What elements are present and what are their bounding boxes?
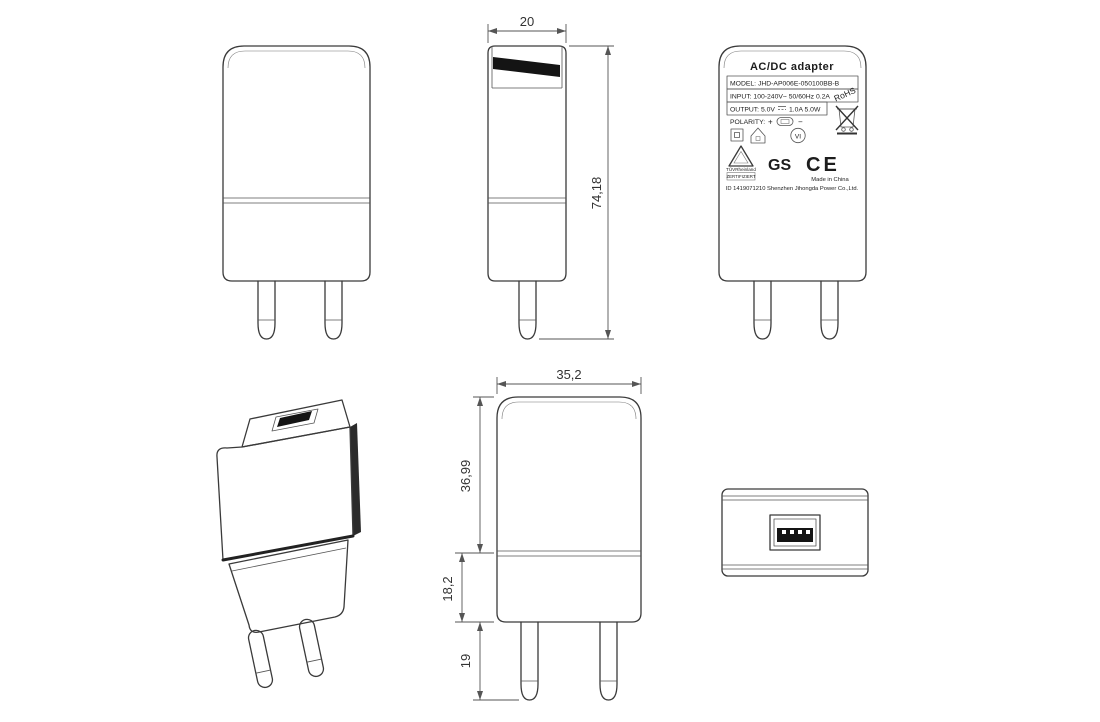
arrowhead [605,46,611,55]
view-output-end [721,488,869,577]
front-body-inner-contour [227,50,366,69]
vi-text: VI [795,133,801,140]
rohs-text: RoHS [832,85,857,103]
side-body-outline [487,45,567,282]
dim-pin-left [520,621,539,701]
usb-contact [806,530,810,534]
arrowhead [632,381,641,387]
view-front-dimensioned [496,396,642,701]
dimension-depth: 20 [487,14,567,43]
dimension-total-height: 74,18 [539,45,614,340]
usb-contact [798,530,802,534]
label-output-right: 1.0A 5.0W [789,107,821,114]
indoor-use-house-icon [750,127,766,144]
usb-port-icon [769,514,821,551]
label-input: INPUT: 100-240V~ 50/60Hz 0.2A [730,94,830,101]
back-pin-right [820,280,839,340]
output-body-outline [721,488,869,577]
arrowhead [605,330,611,339]
dim-body-inner-contour [501,401,637,420]
usb-port-mid [773,518,817,547]
3d-lower-seam [231,547,347,572]
tuv-line2: ZERTIFIZIERT [726,174,755,179]
arrowhead [477,397,483,406]
view-3d [216,399,361,689]
dimension-value-width: 35,2 [556,367,581,382]
front-pin-right [324,280,343,340]
label-output-left: OUTPUT: 5.0V [730,107,775,114]
view-side [487,45,567,340]
arrowhead [497,381,506,387]
label-footer: ID 1419071210 Shenzhen Jihongda Power Co… [726,186,859,192]
tuv-mark-icon: TÜVRheinland ZERTIFIZIERT [726,145,756,181]
ce-mark: CE [806,154,840,176]
dimension-lower-height: 18,2 [440,553,494,623]
arrowhead [459,613,465,622]
usb-contact [782,530,786,534]
made-in-china: Made in China [811,177,849,183]
polarity-plus: + [768,118,773,127]
3d-usb-slot-outer [271,408,319,432]
back-body-outline [718,45,867,282]
arrowhead [557,28,566,34]
arrowhead [477,622,483,631]
back-pin-left [753,280,772,340]
label-title: AC/DC adapter [750,61,834,73]
efficiency-vi-icon: VI [790,127,806,144]
dimension-value-upper-height: 36,99 [458,460,473,493]
front-body-outline [222,45,371,282]
dimension-pin-length: 19 [458,622,519,701]
usb-polarity-icon [776,117,794,126]
3d-pin-right [298,618,325,678]
3d-usb-slot-inner [277,411,312,427]
arrowhead [459,553,465,562]
3d-lower-body [228,539,349,633]
arrowhead [488,28,497,34]
label-model: MODEL: JHD-AP006E-050100BB-B [730,81,840,88]
usb-contact [790,530,794,534]
dimension-value-lower-height: 18,2 [440,576,455,601]
front-pin-left [257,280,276,340]
dimension-value-total-height: 74,18 [589,177,604,210]
dimension-width: 35,2 [496,367,642,394]
dim-pin-right [599,621,618,701]
gs-mark: GS [768,157,791,174]
dimension-value-depth: 20 [520,14,534,29]
arrowhead [477,691,483,700]
3d-pin-left [247,629,274,689]
weee-bin-icon [835,105,859,135]
label-polarity: POLARITY: [730,119,765,126]
side-pin [518,280,537,340]
view-back-label: AC/DC adapter MODEL: JHD-AP006E-050100BB… [718,45,867,340]
arrowhead [477,544,483,553]
output-box [726,101,828,116]
dc-symbol-icon [778,106,786,110]
side-usb-slot [493,57,560,77]
back-body-inner-contour [723,50,862,69]
dimension-upper-height: 36,99 [455,396,494,554]
usb-port-outer [769,514,821,551]
view-front [222,45,371,340]
3d-seam-heavy [221,534,355,562]
tuv-line1: TÜVRheinland [726,166,756,172]
3d-top-face [241,399,351,448]
polarity-minus: − [798,118,803,127]
dim-body-outline [496,396,642,623]
dimension-value-pin-length: 19 [458,654,473,668]
class-ii-icon [730,128,744,142]
